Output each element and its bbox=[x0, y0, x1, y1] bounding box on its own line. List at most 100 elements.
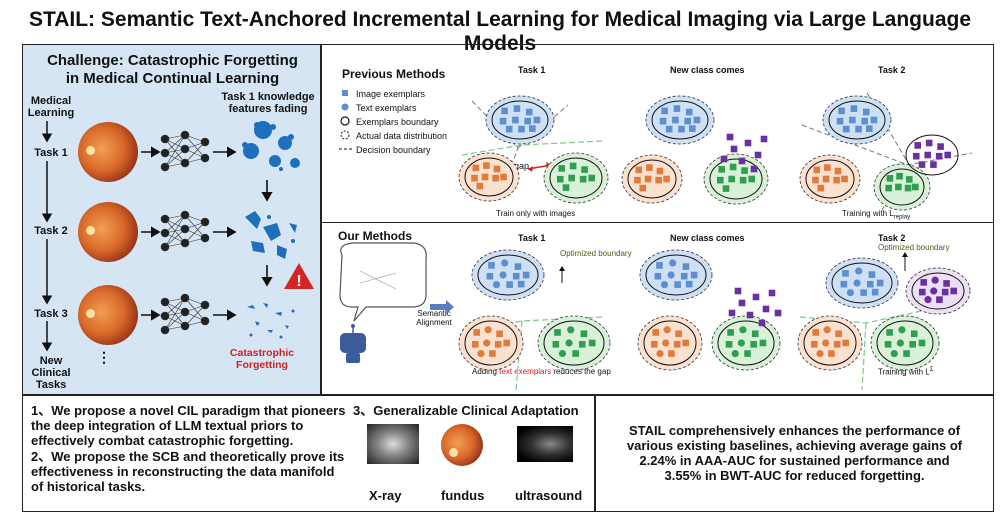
image-exemplar bbox=[762, 305, 770, 313]
image-exemplar bbox=[810, 341, 818, 348]
image-exemplar bbox=[505, 125, 513, 133]
fading-label-line2: features fading bbox=[228, 103, 308, 115]
image-exemplar bbox=[886, 175, 894, 182]
image-exemplar bbox=[488, 262, 495, 269]
image-exemplar bbox=[861, 117, 868, 125]
ai-label: AI bbox=[348, 341, 356, 350]
image-exemplar bbox=[924, 151, 932, 159]
image-exemplar bbox=[552, 341, 560, 348]
image-exemplar bbox=[672, 116, 679, 124]
image-exemplar bbox=[903, 350, 910, 357]
image-exemplar bbox=[871, 288, 879, 296]
text-exemplar bbox=[855, 267, 863, 275]
circle-icon bbox=[341, 103, 349, 111]
text-exemplar bbox=[492, 281, 501, 289]
image-exemplar bbox=[685, 280, 693, 288]
image-exemplar bbox=[588, 174, 596, 182]
image-exemplar bbox=[674, 281, 681, 288]
image-exemplar bbox=[554, 329, 561, 336]
challenge-graphics: ! bbox=[41, 121, 314, 352]
text-exemplar bbox=[731, 349, 739, 358]
prev-caption-task1: Train only with images bbox=[496, 209, 576, 218]
ours-heading: Our Methods bbox=[338, 229, 412, 243]
text-exemplar bbox=[816, 349, 824, 358]
image-exemplar bbox=[720, 155, 728, 163]
image-exemplar bbox=[722, 185, 730, 192]
text-exemplar bbox=[846, 289, 855, 297]
text-exemplar bbox=[737, 339, 745, 347]
image-exemplar bbox=[727, 329, 734, 336]
image-exemplar bbox=[822, 175, 830, 183]
image-exemplar bbox=[678, 125, 685, 133]
feature-clusters-task1 bbox=[242, 121, 300, 171]
image-exemplar bbox=[748, 175, 756, 183]
image-exemplar bbox=[517, 280, 525, 288]
image-exemplar bbox=[904, 184, 912, 192]
image-exemplar bbox=[840, 280, 848, 288]
image-exemplar bbox=[725, 341, 733, 348]
image-exemplar bbox=[514, 263, 522, 270]
image-exemplar bbox=[812, 176, 819, 184]
image-exemplar bbox=[754, 151, 762, 159]
image-exemplar bbox=[876, 279, 884, 287]
ours-caption-task2: Training with LΣ bbox=[878, 367, 934, 377]
image-exemplar bbox=[738, 157, 746, 165]
image-exemplar bbox=[512, 116, 519, 124]
text-exemplar bbox=[669, 259, 677, 267]
text-exemplar bbox=[484, 326, 492, 334]
text-exemplar bbox=[501, 259, 509, 267]
image-exemplar bbox=[936, 296, 943, 303]
image-exemplar bbox=[579, 175, 587, 183]
image-exemplar bbox=[738, 299, 746, 307]
image-exemplar bbox=[866, 280, 874, 288]
image-exemplar bbox=[750, 165, 758, 173]
image-exemplar bbox=[680, 272, 688, 280]
medical-learning-line2: Learning bbox=[27, 107, 75, 119]
image-exemplar bbox=[842, 339, 850, 347]
image-exemplar bbox=[486, 272, 494, 280]
image-exemplar bbox=[673, 341, 681, 348]
new-tasks-line3: Tasks bbox=[35, 379, 67, 391]
text-exemplar bbox=[853, 279, 861, 287]
contribution3: 3、Generalizable Clinical Adaptation bbox=[353, 403, 579, 418]
image-exemplar bbox=[661, 107, 668, 115]
optimized-boundary-1: Optimized boundary bbox=[560, 249, 632, 258]
warning-icon bbox=[284, 263, 314, 289]
image-exemplar bbox=[914, 142, 921, 149]
image-exemplar bbox=[813, 166, 821, 174]
image-exemplar bbox=[650, 341, 658, 348]
methods-panel: Previous Methods Image exemplars Text ex… bbox=[321, 44, 994, 395]
contribution2-line1: 2、We propose the SCB and theoretically p… bbox=[31, 449, 345, 464]
image-exemplar bbox=[884, 341, 892, 348]
image-exemplar bbox=[656, 167, 664, 175]
image-exemplar bbox=[941, 288, 949, 296]
text-exemplar bbox=[477, 349, 485, 358]
image-exemplar bbox=[503, 339, 511, 347]
legend-text-exemplars: Text exemplars bbox=[356, 103, 417, 113]
image-exemplar bbox=[513, 105, 521, 112]
image-exemplar bbox=[841, 175, 848, 183]
contribution2-line2: effectiveness in reconstructing the data… bbox=[31, 464, 335, 479]
image-exemplar bbox=[506, 281, 513, 288]
class2-label: Class 2 bbox=[344, 287, 371, 296]
fundus-image-task1 bbox=[78, 122, 138, 182]
image-exemplar bbox=[833, 341, 841, 348]
legend-actual-distribution: Actual data distribution bbox=[356, 131, 448, 141]
image-exemplar bbox=[578, 341, 586, 348]
image-exemplar bbox=[654, 272, 662, 280]
image-exemplar bbox=[828, 350, 835, 357]
text-exemplar bbox=[898, 326, 906, 334]
image-exemplar bbox=[569, 162, 577, 170]
image-exemplar bbox=[481, 173, 489, 181]
image-exemplar bbox=[741, 167, 748, 174]
image-exemplar bbox=[471, 174, 478, 182]
catastrophic-label: Catastrophic Forgetting bbox=[229, 347, 295, 371]
image-exemplar bbox=[835, 330, 842, 338]
methods-divider bbox=[322, 222, 993, 223]
image-exemplar bbox=[752, 293, 760, 301]
new-tasks-line2: Clinical bbox=[31, 367, 71, 379]
contributions-panel: 1、We propose a novel CIL paradigm that p… bbox=[22, 395, 595, 512]
image-exemplar bbox=[836, 117, 844, 125]
image-exemplar bbox=[870, 116, 878, 124]
image-exemplar bbox=[838, 107, 845, 115]
